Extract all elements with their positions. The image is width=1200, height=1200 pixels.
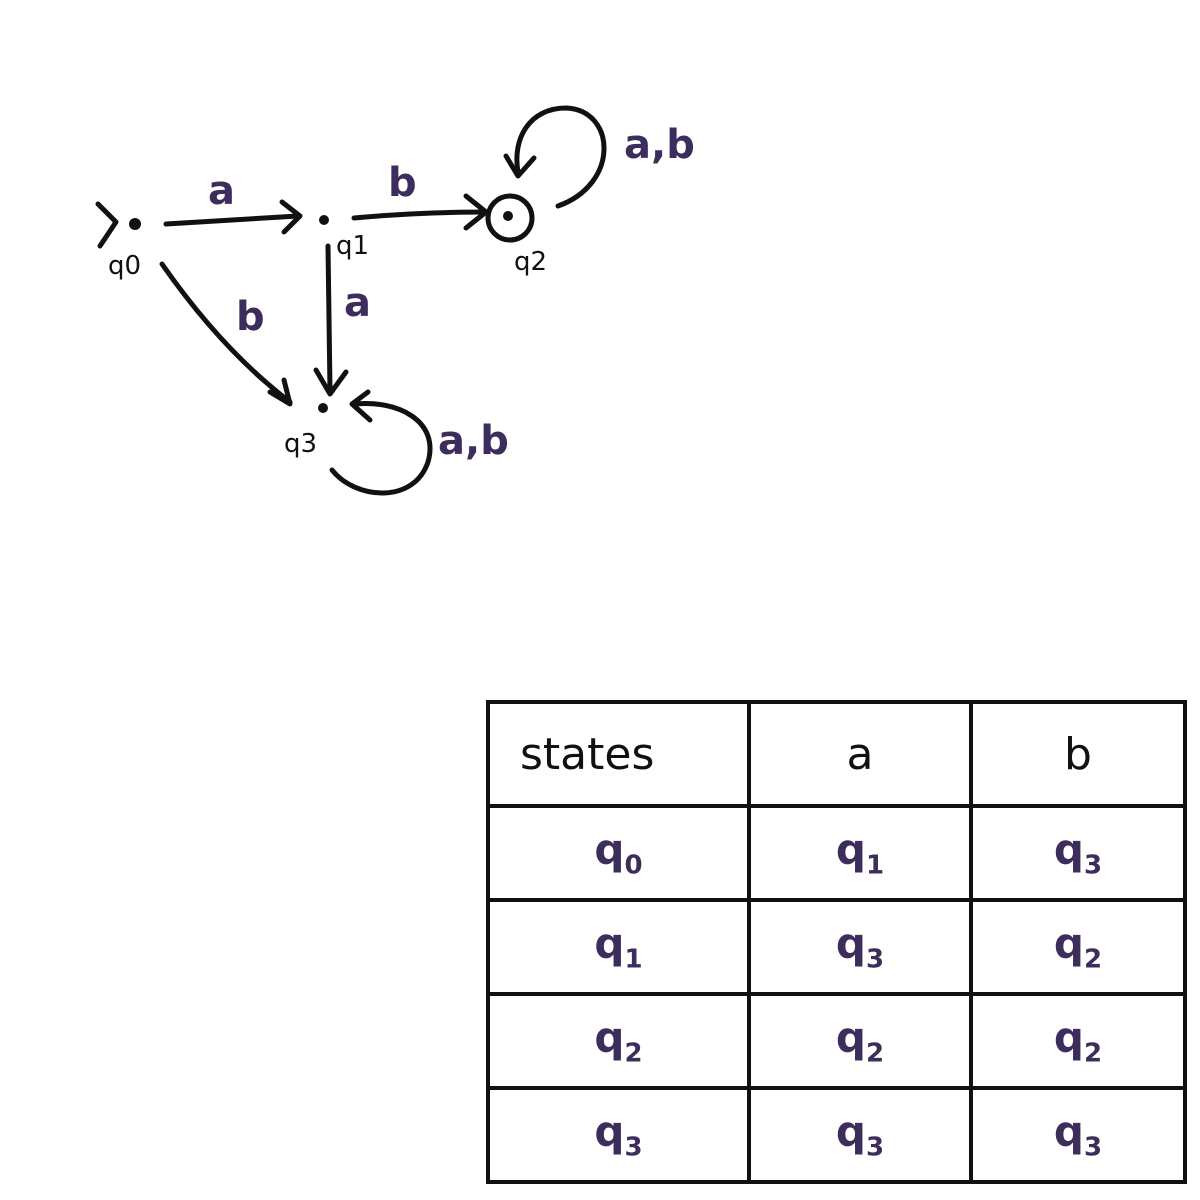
- table-row: q3 q3 q3: [486, 1086, 1187, 1184]
- cell-on-b: q3: [969, 1086, 1187, 1184]
- edge-q0-q3: [159, 261, 293, 405]
- state-q2-accept-ring: [485, 193, 535, 243]
- cell-state: q3: [486, 1086, 751, 1184]
- edge-q0-q3-label: b: [236, 294, 265, 340]
- edge-q1-q3-label: a: [344, 280, 371, 326]
- state-q0-label: q0: [108, 251, 141, 281]
- edge-q0-q1-arrowhead: [279, 199, 303, 235]
- cell-on-b: q3: [969, 804, 1187, 902]
- state-q1-label: q1: [336, 231, 369, 261]
- edge-q1-q2-label: b: [388, 160, 417, 206]
- edge-q3-selfloop: [329, 401, 433, 496]
- edge-q3-selfloop-arrowhead: [349, 389, 373, 423]
- state-q3-node: [318, 403, 328, 413]
- header-states: states: [486, 700, 751, 808]
- cell-on-b: q2: [969, 898, 1187, 996]
- start-arrow: [95, 201, 119, 249]
- edge-q3-selfloop-label: a,b: [438, 418, 509, 464]
- edge-q2-selfloop: [514, 105, 607, 209]
- edge-q1-q3: [325, 243, 333, 393]
- cell-state: q2: [486, 992, 751, 1090]
- state-q3-label: q3: [284, 429, 317, 459]
- cell-on-a: q1: [747, 804, 973, 902]
- edge-q2-selfloop-arrowhead: [503, 153, 537, 179]
- cell-state: q1: [486, 898, 751, 996]
- edge-q1-q2: [351, 209, 487, 221]
- header-b: b: [969, 700, 1187, 808]
- state-q2-node: [503, 211, 513, 221]
- dfa-diagram: q0 q1 q2 q3 a b a b a,b a,b: [95, 105, 695, 496]
- edge-q1-q3-arrowhead: [313, 367, 349, 397]
- cell-on-a: q2: [747, 992, 973, 1090]
- cell-on-b: q2: [969, 992, 1187, 1090]
- table-row: q0 q1 q3: [486, 804, 1187, 902]
- header-a: a: [747, 700, 973, 808]
- edge-q1-q2-arrowhead: [463, 193, 489, 231]
- cell-on-a: q3: [747, 1086, 973, 1184]
- edge-q0-q3-arrowhead: [267, 377, 293, 407]
- table-row: q1 q3 q2: [486, 898, 1187, 996]
- cell-state: q0: [486, 804, 751, 902]
- edge-q2-selfloop-label: a,b: [624, 122, 695, 168]
- edge-q0-q1-label: a: [208, 168, 235, 214]
- transition-table-header-row: states a b: [486, 700, 1187, 808]
- edge-q0-q1: [163, 213, 301, 227]
- table-row: q2 q2 q2: [486, 992, 1187, 1090]
- state-q1-node: [319, 215, 329, 225]
- state-q2-label: q2: [514, 247, 547, 277]
- cell-on-a: q3: [747, 898, 973, 996]
- transition-table: states a b q0 q1 q3 q1 q3 q2 q2 q2 q2 q3…: [486, 700, 1187, 1184]
- state-q0-node: [129, 218, 141, 230]
